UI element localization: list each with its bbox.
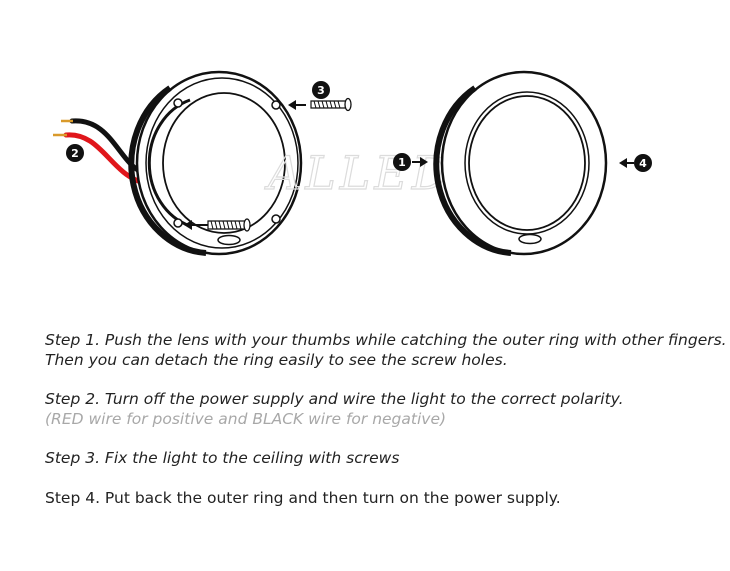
arrow-right-icon	[412, 157, 428, 167]
step-1-line-2: Then you can detach the ring easily to s…	[45, 351, 508, 369]
light-base-left	[53, 70, 303, 256]
installation-diagram: 2 3 ALLED 1 4	[53, 70, 652, 256]
lens-area	[162, 92, 286, 234]
step-1: Step 1. Push the lens with your thumbs w…	[45, 330, 727, 370]
callout-3: 3	[312, 81, 330, 99]
screw-hole-bottom-right	[271, 214, 281, 224]
switch-slot	[518, 233, 542, 245]
housing-rim	[145, 77, 299, 249]
callout-3-label: 3	[317, 84, 325, 97]
housing-shadow	[128, 85, 207, 256]
step-3-text: Step 3. Fix the light to the ceiling wit…	[45, 449, 400, 467]
callout-1: 1	[393, 153, 428, 171]
screw-top	[310, 97, 352, 112]
callout-4: 4	[619, 154, 652, 172]
ring-shadow	[433, 85, 512, 256]
switch-slot	[217, 234, 241, 246]
screw-hole-bottom-left	[173, 218, 183, 228]
callout-4-label: 4	[639, 157, 647, 170]
lens-shadow	[147, 98, 191, 228]
screw-hole-top-right	[271, 100, 281, 110]
step-4: Step 4. Put back the outer ring and then…	[45, 488, 561, 508]
callout-2-label: 2	[71, 147, 79, 160]
step-2: Step 2. Turn off the power supply and wi…	[45, 389, 624, 429]
callout-2: 2	[66, 144, 84, 162]
light-assembled-right	[433, 70, 608, 256]
step-2-note: (RED wire for positive and BLACK wire fo…	[45, 410, 447, 428]
step-3: Step 3. Fix the light to the ceiling wit…	[45, 448, 399, 468]
step-1-line-1: Step 1. Push the lens with your thumbs w…	[45, 331, 727, 349]
lens	[468, 95, 586, 231]
arrow-left-icon	[184, 220, 208, 230]
screw-bottom	[207, 218, 251, 232]
step-2-line-1: Step 2. Turn off the power supply and wi…	[45, 390, 624, 408]
screw-hole-top-left	[173, 98, 183, 108]
watermark: ALLED	[264, 146, 453, 200]
step-4-text: Step 4. Put back the outer ring and then…	[45, 489, 561, 507]
arrow-left-icon	[619, 158, 634, 168]
callout-1-label: 1	[398, 156, 406, 169]
arrow-left-icon	[288, 100, 306, 110]
